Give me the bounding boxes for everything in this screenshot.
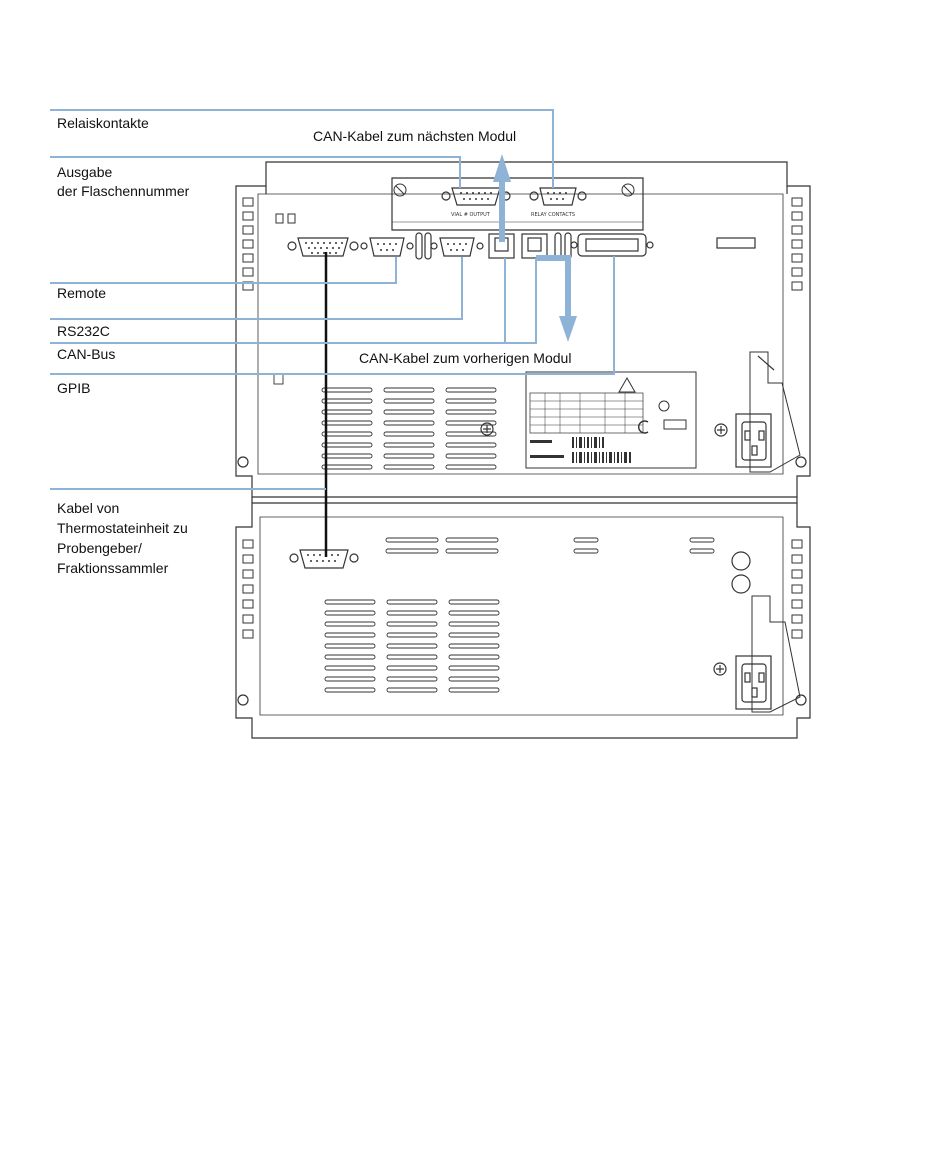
- canbus-leader: [50, 258, 536, 343]
- label-cable-line3: Probengeber/: [57, 539, 142, 558]
- upper-vents: [274, 374, 496, 469]
- label-can-previous-module: CAN-Kabel zum vorherigen Modul: [359, 349, 571, 368]
- label-relay-contacts: Relaiskontakte: [57, 114, 149, 133]
- label-cable-line1: Kabel von: [57, 499, 119, 518]
- label-cable-line2: Thermostateinheit zu: [57, 519, 188, 538]
- indicator-squares: [276, 214, 295, 223]
- barcodes: [530, 437, 631, 463]
- label-can-bus: CAN-Bus: [57, 345, 115, 364]
- upper-right-slots: [792, 198, 802, 290]
- label-gpib: GPIB: [57, 379, 90, 398]
- lower-right-slots: [792, 540, 802, 638]
- label-vial-output-line1: Ausgabe: [57, 163, 112, 182]
- lower-left-slots: [243, 540, 253, 638]
- label-cable-line4: Fraktionssammler: [57, 559, 168, 578]
- rear-connectors: [288, 233, 755, 259]
- lower-vents: [325, 538, 714, 692]
- rs232-leader: [50, 257, 462, 319]
- vial-output-label: VIAL # OUTPUT: [451, 212, 491, 218]
- label-remote: Remote: [57, 284, 106, 303]
- label-can-next-module: CAN-Kabel zum nächsten Modul: [313, 127, 516, 146]
- lower-module: [236, 497, 810, 738]
- remote-leader: [50, 257, 396, 283]
- thermostat-connector: [290, 550, 358, 568]
- label-rs232c: RS232C: [57, 322, 110, 341]
- upper-left-slots: [243, 198, 253, 290]
- thermostat-connector-pins: [307, 554, 339, 562]
- relay-contacts-label: RELAY CONTACTS: [531, 212, 575, 218]
- relay-contacts-connector: [530, 188, 586, 205]
- lower-power-area: [238, 552, 806, 712]
- label-vial-output-line2: der Flaschennummer: [57, 182, 189, 201]
